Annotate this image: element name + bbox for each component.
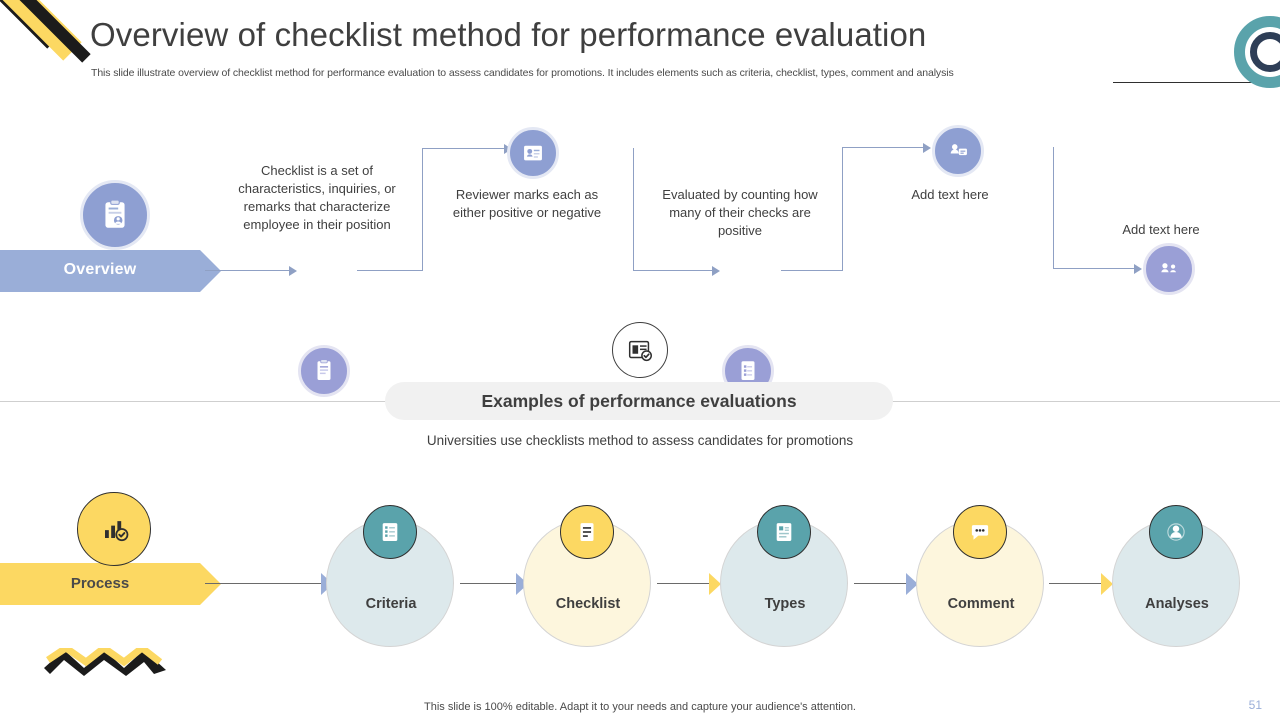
flow-connector-5a <box>1053 147 1055 268</box>
flow-arrow-5 <box>1134 264 1142 274</box>
checklist-icon <box>574 519 600 545</box>
flow-step-2-icon-circle <box>507 127 559 179</box>
process-line-2 <box>460 583 516 585</box>
process-item-types-icon-circle <box>757 505 811 559</box>
flow-connector-2a <box>357 270 423 272</box>
process-item-comment-label: Comment <box>947 596 1015 612</box>
examples-title-pill: Examples of performance evaluations <box>385 382 893 420</box>
flow-step-5-icon-circle <box>1143 243 1195 295</box>
flow-start-icon-circle <box>80 180 150 250</box>
flow-connector-2c <box>422 148 506 150</box>
zigzag-decoration <box>42 643 170 681</box>
process-item-criteria-label: Criteria <box>365 596 417 612</box>
flow-step-5-text: Add text here <box>1122 222 1200 237</box>
process-ribbon: Process <box>0 563 221 605</box>
process-item-analyses-label: Analyses <box>1145 596 1209 612</box>
process-line-3 <box>657 583 709 585</box>
checklist-count-icon <box>735 358 761 384</box>
criteria-icon <box>377 519 403 545</box>
flow-arrow-3 <box>712 266 720 276</box>
process-line-5 <box>1049 583 1101 585</box>
flow-connector-2b <box>422 148 424 271</box>
overview-ribbon-label: Overview <box>63 261 137 278</box>
flow-step-1-icon-circle <box>298 345 350 397</box>
overview-ribbon: Overview <box>0 250 221 292</box>
process-line-4 <box>854 583 906 585</box>
process-item-analyses-icon-circle <box>1149 505 1203 559</box>
process-item-comment-icon-circle <box>953 505 1007 559</box>
flow-step-3-text: Evaluated by counting how many of their … <box>662 187 818 238</box>
process-item-checklist-icon-circle <box>560 505 614 559</box>
examples-divider-left <box>0 401 387 403</box>
process-item-types-label: Types <box>764 596 806 612</box>
header-divider <box>1113 82 1280 83</box>
page-number: 51 <box>1248 698 1262 712</box>
process-lead-icon-circle <box>77 492 151 566</box>
examples-divider-right <box>892 401 1280 403</box>
analyses-icon <box>1163 519 1189 545</box>
flow-connector-5b <box>1053 268 1135 270</box>
process-ribbon-label: Process <box>70 575 130 592</box>
flow-connector-4c <box>842 147 925 149</box>
process-item-checklist-label: Checklist <box>555 596 621 612</box>
page-subtitle: This slide illustrate overview of checkl… <box>91 67 954 79</box>
flow-arrow-1 <box>289 266 297 276</box>
types-icon <box>771 519 797 545</box>
examples-subtitle: Universities use checklists method to as… <box>426 433 854 448</box>
footer-note: This slide is 100% editable. Adapt it to… <box>424 701 856 713</box>
process-chevron-5 <box>1101 573 1113 595</box>
clipboard-person-icon <box>311 358 337 384</box>
clipboard-user-icon <box>98 198 132 232</box>
chart-check-icon <box>96 511 132 547</box>
flow-connector-4b <box>842 147 844 271</box>
page-title: Overview of checklist method for perform… <box>90 16 927 53</box>
overview-flow: Overview <box>0 100 1280 397</box>
analysis-badge <box>612 322 668 378</box>
flow-connector-1 <box>205 270 289 272</box>
flow-arrow-4 <box>923 143 931 153</box>
flow-connector-4a <box>781 270 843 272</box>
flow-connector-3b <box>633 270 713 272</box>
process-line-1 <box>205 583 321 585</box>
analysis-check-icon <box>625 335 655 365</box>
header-ring-decoration <box>1234 16 1280 88</box>
comment-icon <box>967 519 993 545</box>
people-group-icon <box>1156 256 1182 282</box>
flow-connector-3a <box>633 148 635 271</box>
flow-step-2-text: Reviewer marks each as either positive o… <box>452 187 602 220</box>
flow-step-4-icon-circle <box>932 125 984 177</box>
flow-step-4-text: Add text here <box>911 187 989 202</box>
process-item-criteria-icon-circle <box>363 505 417 559</box>
review-card-icon <box>520 140 546 166</box>
header-ring-inner-decoration <box>1250 32 1280 72</box>
process-chevron-3 <box>709 573 721 595</box>
process-chevron-4 <box>906 573 918 595</box>
people-comment-icon <box>945 138 971 164</box>
corner-ribbon-decoration <box>0 0 92 92</box>
flow-step-1-text: Checklist is a set of characteristics, i… <box>238 163 396 232</box>
